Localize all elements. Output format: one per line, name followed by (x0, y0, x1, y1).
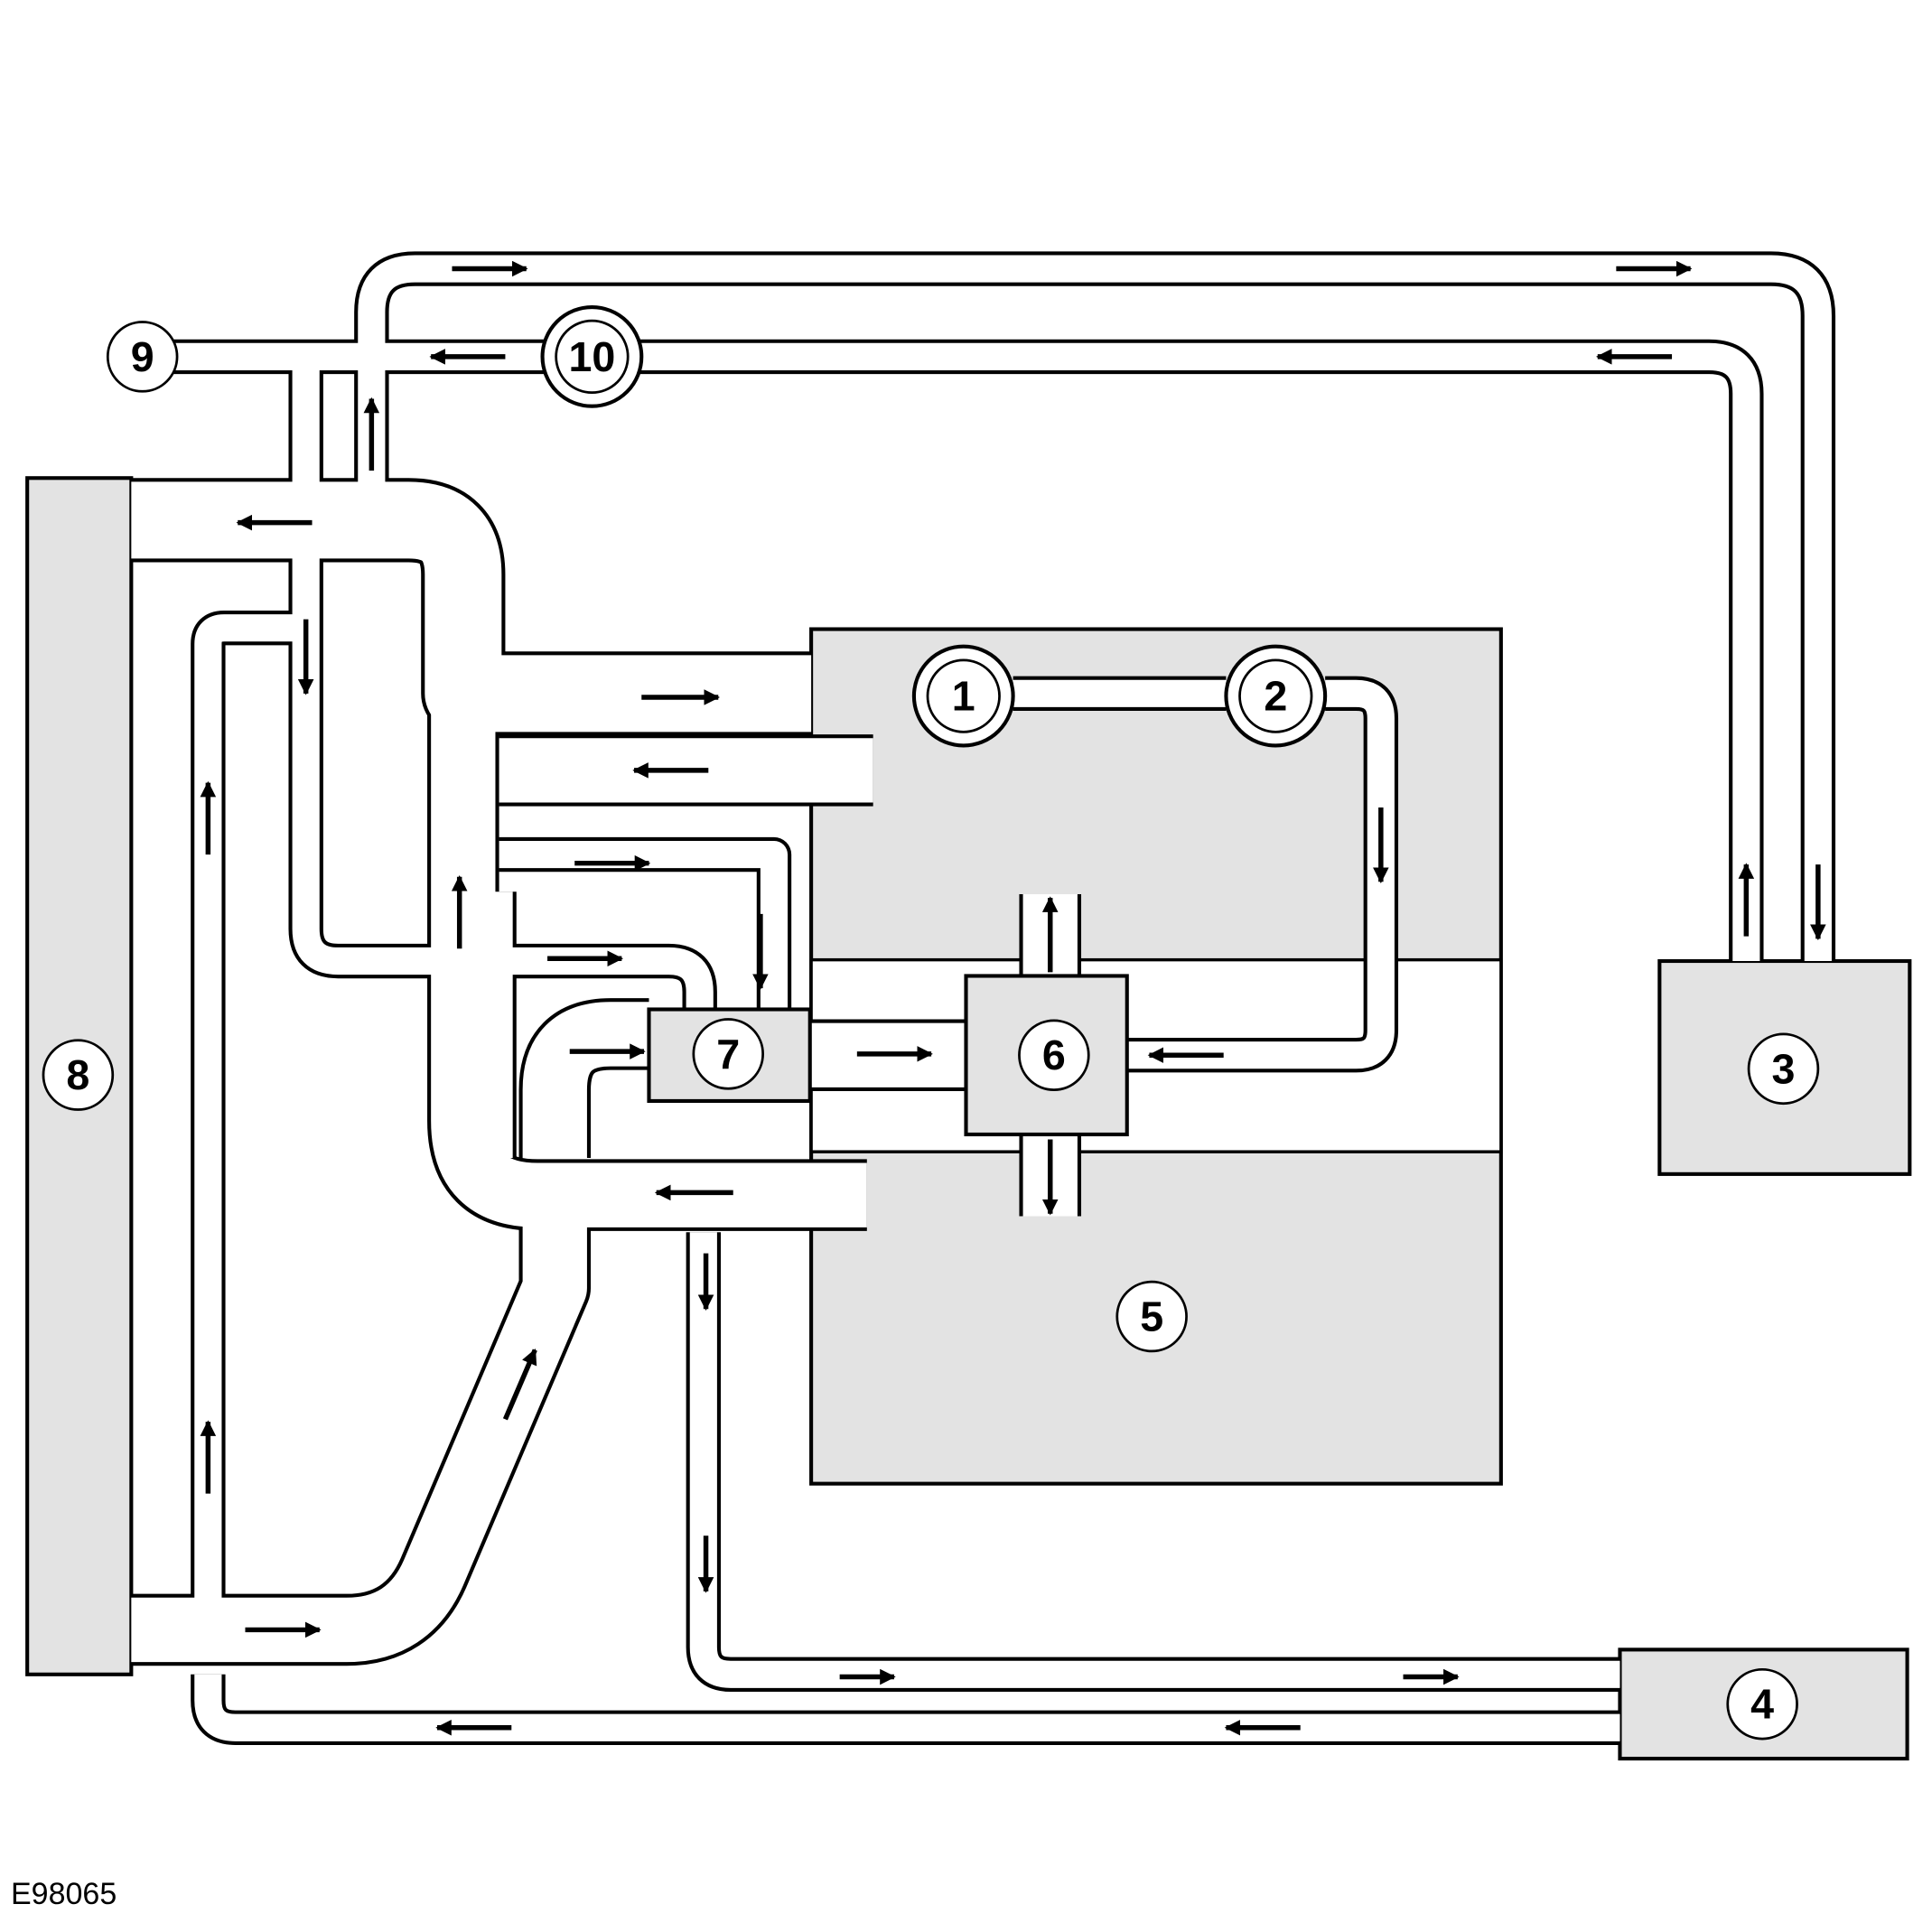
svg-text:2: 2 (1264, 673, 1287, 720)
hose-interiors (131, 255, 1832, 1741)
svg-text:3: 3 (1771, 1045, 1795, 1092)
svg-text:8: 8 (66, 1051, 89, 1098)
callout-1: 1 (911, 644, 1015, 748)
svg-text:5: 5 (1140, 1293, 1163, 1340)
callout-7: 7 (692, 1018, 765, 1090)
svg-text:9: 9 (131, 333, 154, 380)
callout-2: 2 (1224, 644, 1328, 748)
callout-9: 9 (106, 321, 179, 393)
svg-text:7: 7 (716, 1031, 740, 1078)
callout-6: 6 (1018, 1019, 1090, 1091)
callout-3: 3 (1747, 1032, 1820, 1106)
flow-arrows (200, 260, 1826, 1736)
callout-8: 8 (42, 1039, 115, 1111)
svg-text:6: 6 (1042, 1031, 1066, 1078)
svg-text:4: 4 (1750, 1681, 1774, 1728)
svg-text:1: 1 (952, 673, 975, 720)
callout-10: 10 (540, 304, 644, 408)
callout-5: 5 (1115, 1280, 1188, 1353)
figure-reference-code: E98065 (11, 1877, 117, 1911)
callout-4: 4 (1726, 1667, 1798, 1741)
svg-text:10: 10 (568, 333, 615, 380)
coolant-hoses (131, 251, 1836, 1745)
flow-arrow (502, 1348, 537, 1421)
